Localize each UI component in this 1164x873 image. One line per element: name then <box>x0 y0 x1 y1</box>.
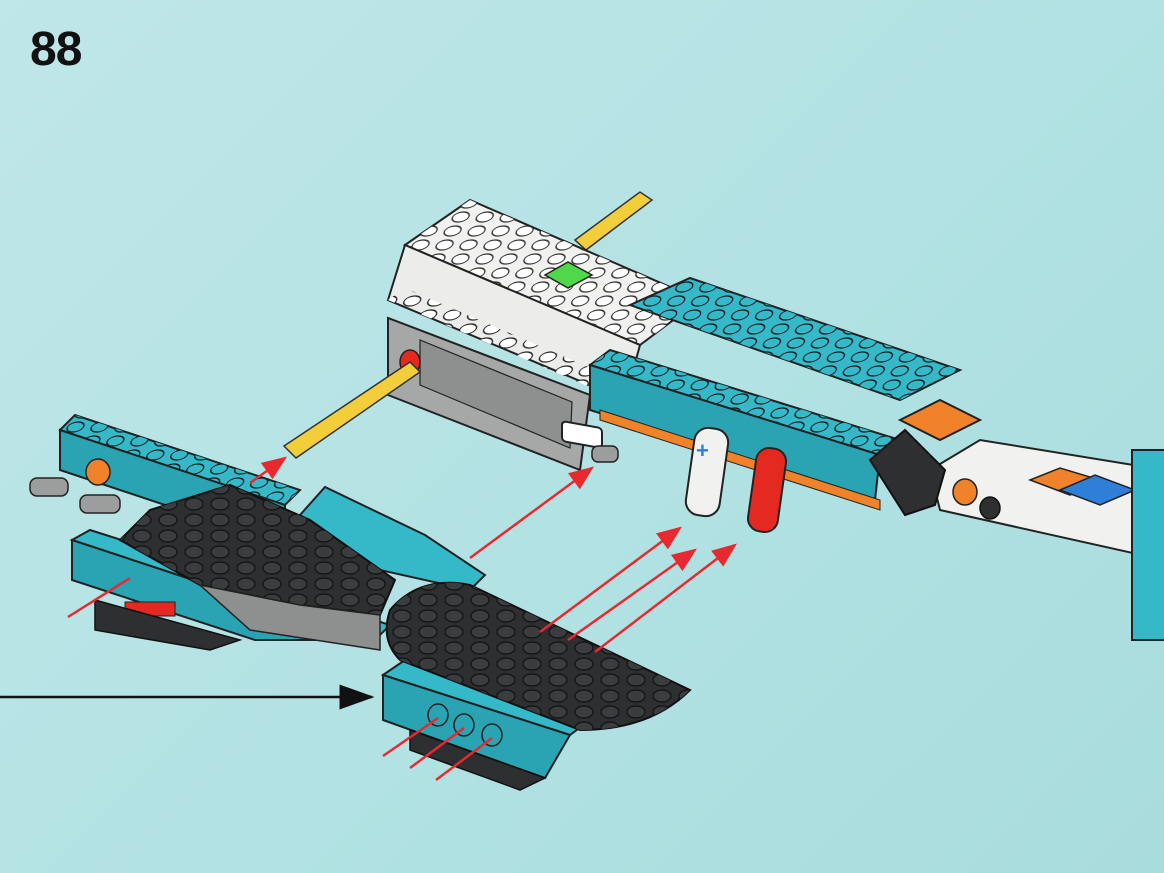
teal-beam-assembly: + <box>587 276 1164 641</box>
black-pin <box>979 496 1001 520</box>
grey-gearbox-panel <box>419 339 573 449</box>
orange-strip <box>599 409 881 511</box>
arrow-left-1 <box>67 576 131 619</box>
red-liftarm <box>746 447 788 533</box>
plus-mark: + <box>696 438 709 463</box>
grey-pin-left-2 <box>79 494 121 514</box>
teal-beam-top-rear-studs <box>630 278 960 400</box>
arrow-pin-hub <box>469 466 595 560</box>
arrow-pin-1 <box>539 526 683 634</box>
grey-connector-pin <box>591 445 619 463</box>
arrow-axle <box>249 456 288 485</box>
arrow-pin-3 <box>594 543 737 653</box>
black-wedge-plate-front-studs <box>386 582 690 730</box>
teal-beam-front-studs <box>590 350 900 455</box>
arrow-front-1 <box>382 716 439 758</box>
front-black-under <box>409 728 547 791</box>
black-wedge <box>868 428 947 517</box>
white-liftarm <box>684 426 730 518</box>
hub-assembly <box>386 191 702 472</box>
orange-pin <box>952 478 978 506</box>
teal-right-edge <box>1131 449 1164 641</box>
black-under-left <box>94 599 243 651</box>
orange-pin-left <box>85 458 111 486</box>
black-wedge-plate-left-studs <box>120 485 395 615</box>
arrow-pin-2 <box>567 548 698 642</box>
green-light <box>543 261 594 289</box>
front-subassembly <box>380 581 692 791</box>
arrow-front-3 <box>435 737 493 781</box>
arrow-front-2 <box>409 726 465 770</box>
white-front-studs <box>388 288 630 398</box>
usb-port <box>561 420 603 449</box>
left-teal-beam-top-studs <box>60 415 300 505</box>
yellow-axle-back <box>573 191 654 251</box>
grey-pin-left-1 <box>29 477 69 497</box>
insertion-arrows <box>67 456 737 781</box>
yellow-axle <box>282 361 422 459</box>
black-plate-assembly-left <box>118 483 487 651</box>
grey-underside <box>197 583 381 651</box>
orange-brick <box>897 398 983 442</box>
step-number: 88 <box>30 23 82 76</box>
white-long-beam <box>928 438 1164 562</box>
